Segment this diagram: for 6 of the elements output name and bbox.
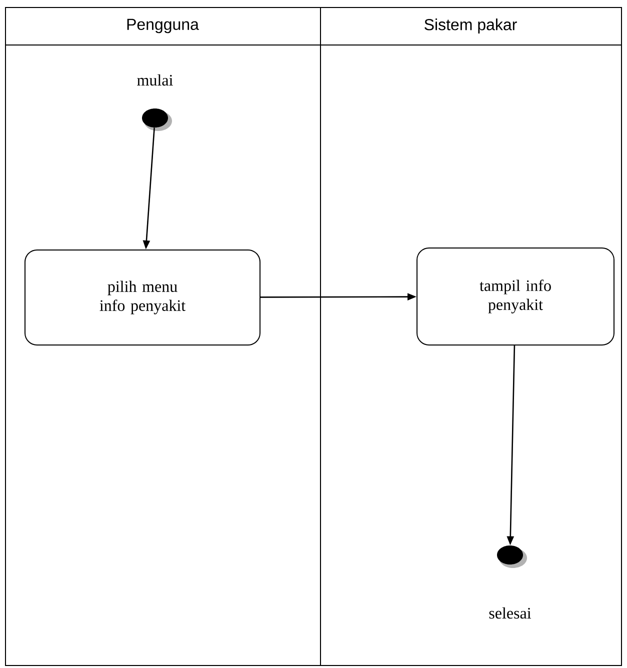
state-dot <box>497 546 527 568</box>
activity-box: tampil info penyakit <box>416 248 614 346</box>
activity-box: pilih menu info penyakit <box>24 250 260 346</box>
state-label: mulai <box>137 74 173 86</box>
state-dot <box>142 108 172 131</box>
state-label: selesai <box>489 607 532 619</box>
